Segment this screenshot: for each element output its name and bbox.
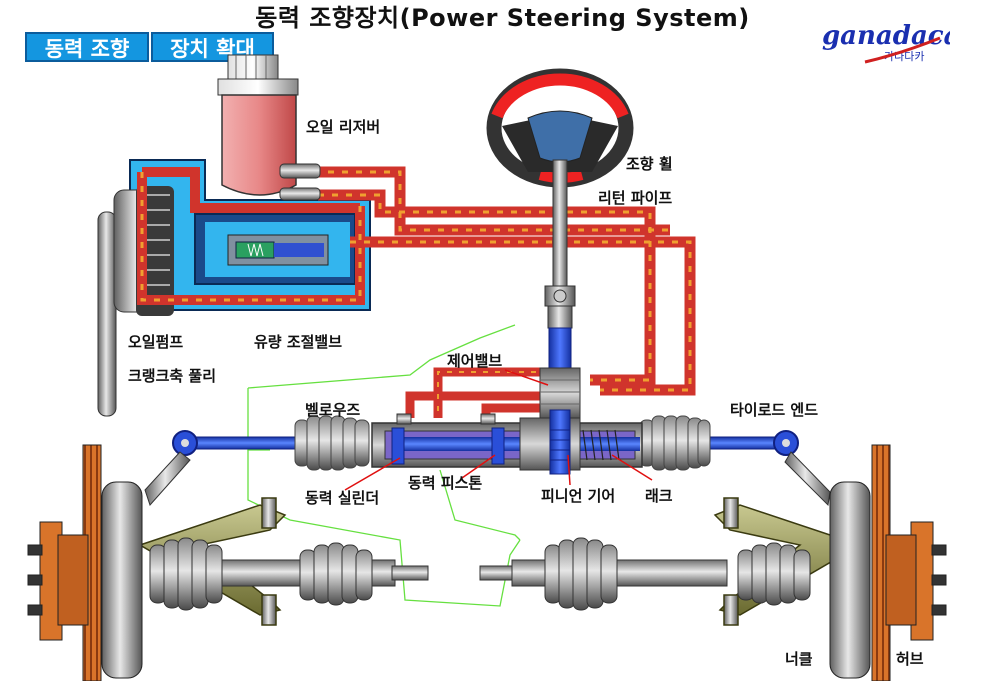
label-oil-pump: 오일펌프 [128, 333, 184, 351]
label-oil-reservoir: 오일 리저버 [306, 118, 381, 136]
label-tie-rod-end: 타이로드 엔드 [730, 401, 819, 419]
label-power-cylinder: 동력 실린더 [305, 489, 380, 507]
label-rack: 래크 [645, 487, 673, 505]
label-pinion-gear: 피니언 기어 [541, 487, 616, 505]
page-title: 동력 조향장치(Power Steering System) [255, 4, 750, 32]
rack-assembly [172, 409, 799, 475]
label-return-pipe: 리턴 파이프 [598, 189, 673, 207]
label-power-piston: 동력 피스톤 [408, 474, 483, 492]
label-steering-wheel: 조향 휠 [626, 155, 673, 173]
label-control-valve: 제어밸브 [447, 352, 503, 370]
leader-lines [344, 369, 653, 491]
label-bellows: 벨로우즈 [305, 401, 361, 419]
oil-lines [137, 166, 696, 420]
steering-column [539, 159, 581, 419]
oil-reservoir [217, 54, 321, 201]
drive-shafts [149, 537, 811, 611]
knuckle-arms [144, 451, 831, 507]
tab-power-steering[interactable]: 동력 조향 [25, 32, 149, 62]
ganadacar-logo: ganadacar 가나다카 [822, 21, 950, 64]
label-flow-control-valve: 유량 조절밸브 [254, 333, 343, 351]
wheel-left [27, 444, 143, 681]
logo-text: ganadacar [822, 21, 950, 51]
label-knuckle: 너클 [785, 650, 813, 668]
wheel-right [829, 444, 947, 681]
label-hub: 허브 [896, 650, 924, 668]
label-crankshaft-pulley: 크랭크축 풀리 [128, 367, 217, 385]
